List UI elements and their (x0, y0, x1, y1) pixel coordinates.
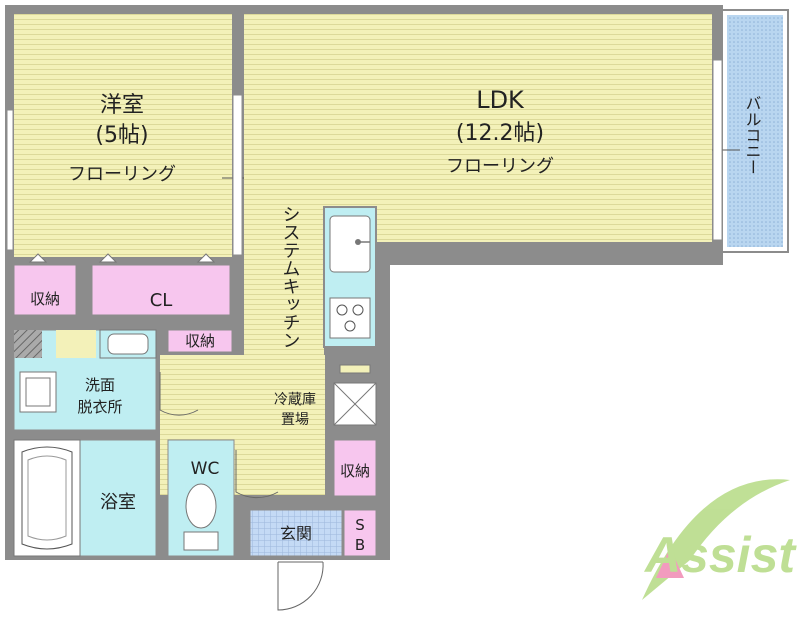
western-room-name: 洋室 (100, 93, 144, 118)
logo-triangle-icon (656, 548, 684, 578)
kitchen-counter (323, 206, 377, 374)
storage1-label: 収納 (30, 290, 60, 308)
storage3-label: 収納 (340, 462, 370, 480)
room-labels: 洋室 (5帖) フローリング LDK (12.2帖) フローリング バルコニー … (30, 86, 762, 554)
fridge-label-1: 冷蔵庫 (274, 391, 316, 408)
western-room (14, 14, 250, 257)
western-room-floor: フローリング (68, 164, 176, 185)
assist-logo: Assist (642, 479, 797, 600)
balcony-label: バルコニー (743, 95, 762, 175)
ldk-room (244, 14, 712, 360)
washroom-label-1: 洗面 (85, 376, 115, 394)
ldk-floor: フローリング (446, 156, 554, 177)
fridge-space (333, 382, 377, 426)
bath-label: 浴室 (100, 492, 136, 513)
logo-swoosh (642, 479, 790, 600)
logo-text: Assist (643, 527, 797, 583)
western-room-size: (5帖) (95, 123, 148, 148)
balcony (700, 9, 789, 253)
storage-near-entrance (333, 439, 377, 497)
storage2-label: 収納 (185, 332, 215, 350)
door-swings (159, 372, 324, 611)
ldk-name: LDK (476, 86, 525, 114)
entrance-label: 玄関 (280, 524, 312, 543)
entrance (249, 509, 377, 557)
fridge-label-2: 置場 (281, 412, 309, 428)
storage-row (13, 253, 231, 316)
shoebox-b: B (355, 536, 365, 554)
ldk-size: (12.2帖) (456, 121, 544, 146)
wc-label: WC (191, 459, 220, 479)
kitchen-label: システムキッチン (280, 205, 301, 349)
window-marks (6, 59, 723, 256)
washroom-label-2: 脱衣所 (77, 398, 122, 416)
bathroom (13, 439, 157, 557)
shoebox-s: S (355, 516, 365, 534)
wc (167, 439, 235, 557)
washroom (13, 329, 233, 431)
closet-label: CL (150, 290, 173, 311)
